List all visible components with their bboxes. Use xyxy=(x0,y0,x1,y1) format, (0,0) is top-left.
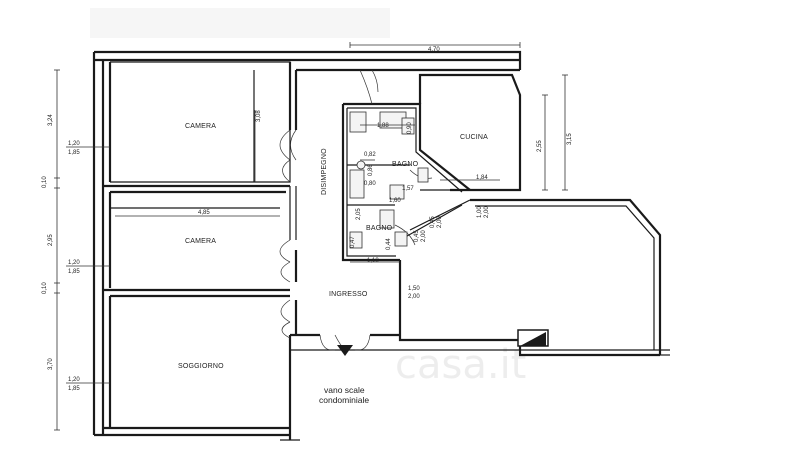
dim-camera1-h: 3,08 xyxy=(256,110,262,122)
dim-ingresso-a: 1,50 xyxy=(408,286,420,292)
dim-win3-b: 1,85 xyxy=(68,386,80,392)
dim-cucina-h1: 2,55 xyxy=(537,140,543,152)
dim-left-324: 3,24 xyxy=(48,114,54,126)
dim-bath-small: 0,82 xyxy=(364,152,376,158)
note-vano-scale: vano scale xyxy=(324,385,365,395)
dim-win1-b: 1,85 xyxy=(68,150,80,156)
entrance-arrow-icon xyxy=(337,345,353,356)
dim-win3-a: 1,20 xyxy=(68,377,80,383)
dim-bath-v1: 0,86 xyxy=(368,164,374,176)
dim-left-010b: 0,10 xyxy=(42,282,48,294)
dim-left-010a: 0,10 xyxy=(42,176,48,188)
dim-win2-a: 1,20 xyxy=(68,260,80,266)
dim-bath2-h: 2,05 xyxy=(356,208,362,220)
room-label-camera-2: CAMERA xyxy=(185,238,216,245)
dim-bath-top: 1,88 xyxy=(377,123,389,129)
scan-smudge xyxy=(90,8,390,38)
dim-diag2: 1,60 xyxy=(389,198,401,204)
dim-camera2-w: 4,85 xyxy=(198,210,210,216)
dim-left-370: 3,70 xyxy=(48,358,54,370)
dim-door-f: 2,00 xyxy=(421,230,427,242)
note-condominiale: condominiale xyxy=(319,395,369,405)
dim-win1-a: 1,20 xyxy=(68,141,80,147)
room-label-soggiorno: SOGGIORNO xyxy=(178,363,224,370)
dim-door-c: 0,45 xyxy=(430,216,436,228)
dim-ingresso-b: 2,00 xyxy=(408,294,420,300)
dim-top-width: 4,70 xyxy=(428,47,440,53)
bathroom-fixtures xyxy=(349,111,429,249)
stair-symbol xyxy=(517,329,549,347)
dim-door-e: 0,45 xyxy=(414,230,420,242)
dim-door-b: 2,00 xyxy=(484,206,490,218)
room-label-disimpegno: DISIMPEGNO xyxy=(321,148,328,195)
dim-left-295: 2,95 xyxy=(48,234,54,246)
dim-bath-v2: 0,80 xyxy=(364,181,376,187)
dimension-lines xyxy=(54,42,568,431)
doors xyxy=(279,69,433,351)
room-label-cucina: CUCINA xyxy=(460,134,488,141)
walls xyxy=(92,50,670,441)
room-label-camera-1: CAMERA xyxy=(185,123,216,130)
room-label-ingresso: INGRESSO xyxy=(329,291,368,298)
dim-win2-b: 1,85 xyxy=(68,269,80,275)
dim-cucina-w: 1,84 xyxy=(476,175,488,181)
dim-diag1: 1,57 xyxy=(402,186,414,192)
dim-bath-side: 0,90 xyxy=(407,122,413,134)
dim-door-a: 1,00 xyxy=(477,206,483,218)
dim-door-d: 2,00 xyxy=(437,216,443,228)
dim-cucina-h2: 3,15 xyxy=(567,133,573,145)
watermark: casa.it xyxy=(395,342,526,388)
room-label-bagno-1: BAGNO xyxy=(392,161,419,168)
dim-bath2-b: 0,47 xyxy=(350,236,356,248)
dim-bath2-c: 0,44 xyxy=(386,238,392,250)
dim-bath2-w: 1,18 xyxy=(367,258,379,264)
room-label-bagno-2: BAGNO xyxy=(366,225,393,232)
